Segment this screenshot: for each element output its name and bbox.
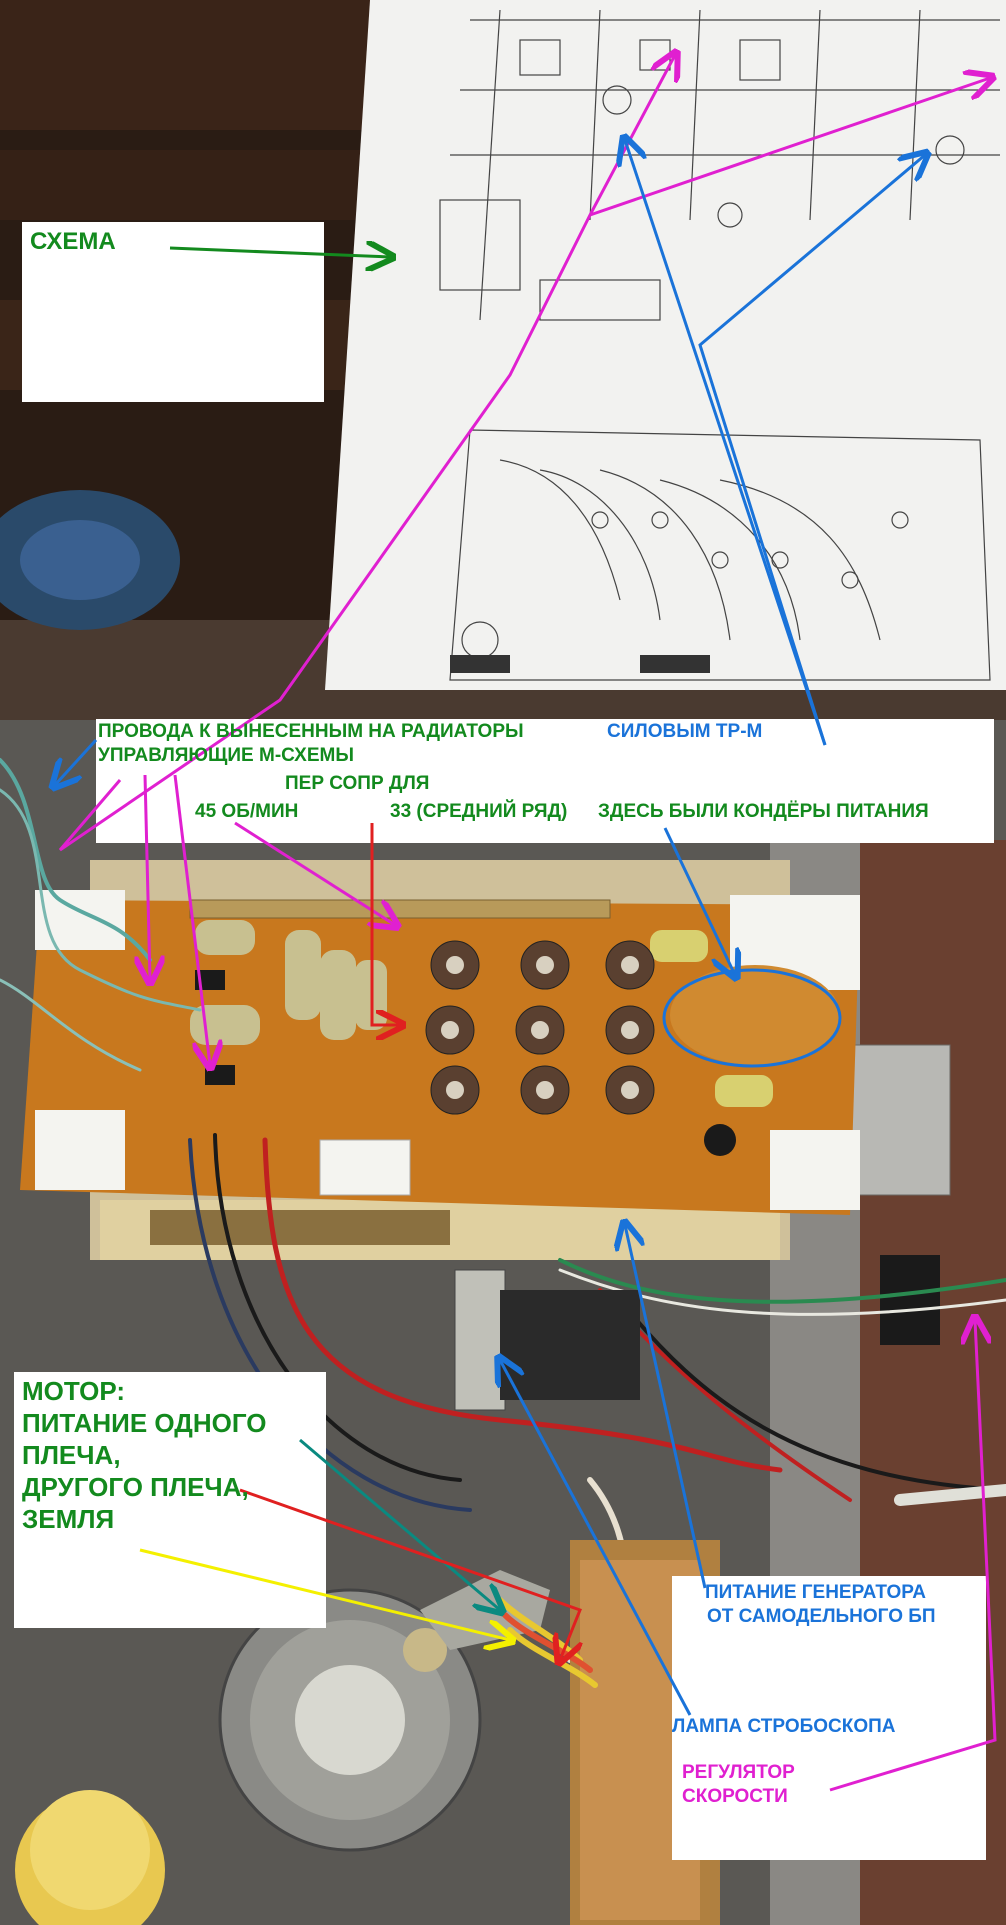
teal-wire-bundle	[0, 758, 152, 962]
label-speed-regulator-2: СКОРОСТИ	[682, 1786, 788, 1807]
label-motor-line3: ДРУГОГО ПЛЕЧА,	[22, 1472, 249, 1502]
label-generator-power-1: ПИТАНИЕ ГЕНЕРАТОРА	[705, 1582, 927, 1603]
box-motor	[14, 1372, 326, 1628]
arrow-magenta-1	[58, 55, 675, 852]
label-wires-to-heatsinks: ПРОВОДА К ВЫНЕСЕННЫМ НА РАДИАТОРЫ	[98, 721, 524, 742]
schematic-paper	[325, 0, 1006, 690]
label-motor-line1: ПИТАНИЕ ОДНОГО	[22, 1408, 267, 1438]
box-right-labels	[672, 1576, 986, 1860]
label-motor-line2: ПЛЕЧА,	[22, 1440, 121, 1470]
label-rpm45: 45 ОБ/МИН	[195, 801, 299, 822]
box-pcb-labels	[96, 719, 994, 843]
arrow-magenta-2	[589, 78, 990, 217]
label-power-transistors: СИЛОВЫМ ТР-М	[607, 721, 763, 742]
label-trimmers-for: ПЕР СОПР ДЛЯ	[285, 773, 430, 794]
label-motor-line4: ЗЕМЛЯ	[22, 1504, 115, 1534]
label-caps-were-here: ЗДЕСЬ БЫЛИ КОНДЁРЫ ПИТАНИЯ	[598, 801, 929, 822]
caps-ellipse	[662, 968, 842, 1068]
strobe-lamp	[454, 1269, 506, 1411]
label-motor-title: МОТОР:	[22, 1376, 125, 1406]
label-strobe-lamp: ЛАМПА СТРОБОСКОПА	[672, 1716, 896, 1737]
pcb-board	[20, 890, 860, 1215]
arrow-blue-transistors	[625, 140, 827, 746]
label-rpm33: 33 (СРЕДНИЙ РЯД)	[390, 801, 568, 822]
label-control-ic: УПРАВЛЯЮЩИЕ М-СХЕМЫ	[98, 745, 354, 766]
metal-block	[849, 1044, 951, 1196]
red-wire	[262, 1137, 783, 1473]
arrow-schema	[169, 248, 390, 257]
label-generator-power-2: ОТ САМОДЕЛЬНОГО БП	[707, 1606, 936, 1627]
label-schema: СХЕМА	[30, 228, 116, 255]
label-speed-regulator-1: РЕГУЛЯТОР	[682, 1762, 795, 1783]
